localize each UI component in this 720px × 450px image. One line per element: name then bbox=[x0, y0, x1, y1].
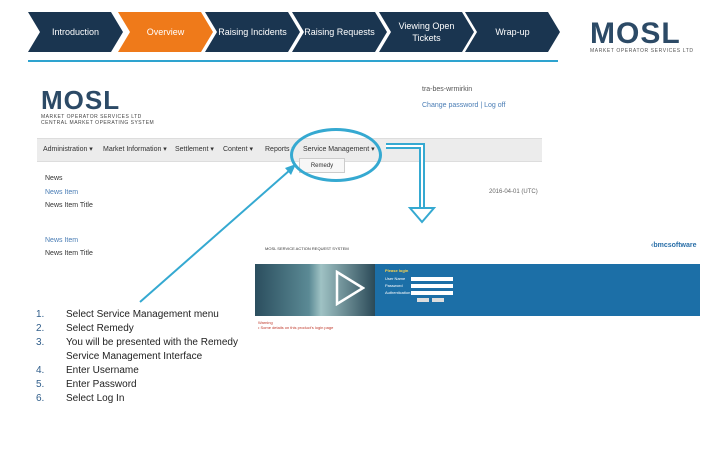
password-input[interactable] bbox=[411, 283, 453, 288]
pointer-arrowhead bbox=[285, 164, 296, 175]
nav-viewing-open-tickets[interactable]: Viewing Open Tickets bbox=[379, 12, 474, 52]
logo-tagline: MARKET OPERATOR SERVICES LTD bbox=[590, 48, 694, 54]
nav-label: Overview bbox=[146, 27, 185, 37]
step-number: 6. bbox=[36, 393, 45, 404]
divider bbox=[28, 60, 558, 62]
step-item: 4. Enter Username bbox=[36, 364, 246, 378]
chevron-shape bbox=[205, 12, 300, 52]
step-item: 1. Select Service Management menu bbox=[36, 308, 246, 322]
chevron-shape bbox=[118, 12, 213, 52]
chevron-shape bbox=[379, 12, 474, 52]
chevron-shape bbox=[28, 12, 123, 52]
portal-screenshot: MOSL MARKET OPERATOR SERVICES LTD CENTRA… bbox=[37, 82, 542, 272]
step-text: Select Remedy bbox=[66, 323, 134, 334]
nav-raising-requests[interactable]: Raising Requests bbox=[292, 12, 387, 52]
pointer-arrow bbox=[139, 169, 291, 303]
portal-logo: MOSL MARKET OPERATOR SERVICES LTD CENTRA… bbox=[41, 86, 154, 126]
mosl-logo: MOSL MARKET OPERATOR SERVICES LTD bbox=[590, 17, 700, 70]
menu-content[interactable]: Content ▾ bbox=[223, 146, 253, 153]
login-header: MOSL SERVICE ACTION REQUEST SYSTEM bbox=[265, 246, 349, 251]
username-display: tra-bes-wrmirkin bbox=[422, 86, 473, 93]
flow-arrowhead bbox=[407, 207, 437, 224]
news-heading: News bbox=[45, 175, 63, 182]
password-label: Password bbox=[385, 283, 403, 288]
news-item-title: News Item Title bbox=[45, 202, 93, 209]
nav-wrap-up[interactable]: Wrap-up bbox=[465, 12, 560, 52]
login-title: Please login bbox=[385, 268, 409, 273]
menu-settlement[interactable]: Settlement ▾ bbox=[175, 146, 214, 153]
step-item: 6. Select Log In bbox=[36, 392, 246, 406]
warning-title: Warning bbox=[258, 320, 273, 325]
remedy-login-screenshot: MOSL SERVICE ACTION REQUEST SYSTEM ‹bmcs… bbox=[255, 238, 700, 350]
account-links[interactable]: Change password | Log off bbox=[422, 102, 506, 109]
highlight-circle bbox=[290, 128, 382, 182]
flow-arrow bbox=[386, 143, 425, 210]
nav-label: Introduction bbox=[51, 27, 100, 37]
portal-logo-sub2: CENTRAL MARKET OPERATING SYSTEM bbox=[41, 120, 155, 126]
step-item: 2. Select Remedy bbox=[36, 322, 246, 336]
username-input[interactable] bbox=[411, 276, 453, 281]
instruction-steps: 1. Select Service Management menu 2. Selec… bbox=[36, 308, 246, 406]
username-label: User Name bbox=[385, 276, 406, 281]
clear-button[interactable] bbox=[432, 298, 444, 302]
menu-market-information[interactable]: Market Information ▾ bbox=[103, 146, 167, 153]
chevron-shape bbox=[292, 12, 387, 52]
step-item: 3. You will be presented with the Remedy … bbox=[36, 336, 246, 364]
step-text: Enter Password bbox=[66, 379, 137, 390]
step-text: Select Log In bbox=[66, 393, 125, 404]
login-form: Please login User Name Password Authenti… bbox=[385, 268, 453, 302]
login-warning: Warning • Some details on this product's… bbox=[258, 320, 333, 330]
menu-reports[interactable]: Reports ▾ bbox=[265, 146, 295, 153]
login-button[interactable] bbox=[417, 298, 429, 302]
menu-administration[interactable]: Administration ▾ bbox=[43, 146, 93, 153]
nav-label: Wrap-up bbox=[495, 27, 530, 37]
auth-input[interactable] bbox=[411, 290, 453, 295]
logo-wordmark: MOSL bbox=[590, 17, 681, 50]
nav-label: Raising Requests bbox=[304, 27, 375, 37]
step-text: Enter Username bbox=[66, 365, 139, 376]
step-number: 5. bbox=[36, 379, 45, 390]
bmc-logo: ‹bmcsoftware bbox=[651, 242, 697, 249]
step-text: You will be presented with the Remedy Se… bbox=[66, 337, 238, 362]
news-item-link[interactable]: News Item bbox=[45, 189, 79, 196]
news-item-title: News Item Title bbox=[45, 250, 93, 257]
portal-menubar: Administration ▾ Market Information ▾ Se… bbox=[37, 138, 542, 162]
step-number: 2. bbox=[36, 323, 45, 334]
nav-raising-incidents[interactable]: Raising Incidents bbox=[205, 12, 300, 52]
chevron-shape bbox=[465, 12, 560, 52]
warning-text: • Some details on this product's login p… bbox=[258, 325, 334, 330]
nav-introduction[interactable]: Introduction bbox=[28, 12, 123, 52]
nav-label: Raising Incidents bbox=[218, 27, 287, 37]
portal-logo-sub: MARKET OPERATOR SERVICES LTD bbox=[41, 114, 142, 120]
nav-label: Viewing Open Tickets bbox=[398, 21, 455, 43]
step-number: 3. bbox=[36, 337, 45, 348]
step-item: 5. Enter Password bbox=[36, 378, 246, 392]
news-item-date: 2016-04-01 (UTC) bbox=[489, 189, 538, 195]
tunnel-image bbox=[255, 264, 375, 316]
news-item-link[interactable]: News Item bbox=[45, 237, 79, 244]
flow-arrow-inner bbox=[386, 145, 423, 210]
step-text: Select Service Management menu bbox=[66, 309, 219, 320]
play-icon bbox=[335, 270, 365, 306]
portal-logo-word: MOSL bbox=[41, 85, 121, 115]
step-number: 1. bbox=[36, 309, 45, 320]
step-number: 4. bbox=[36, 365, 45, 376]
nav-overview[interactable]: Overview bbox=[118, 12, 213, 52]
auth-label: Authentication bbox=[385, 290, 411, 295]
